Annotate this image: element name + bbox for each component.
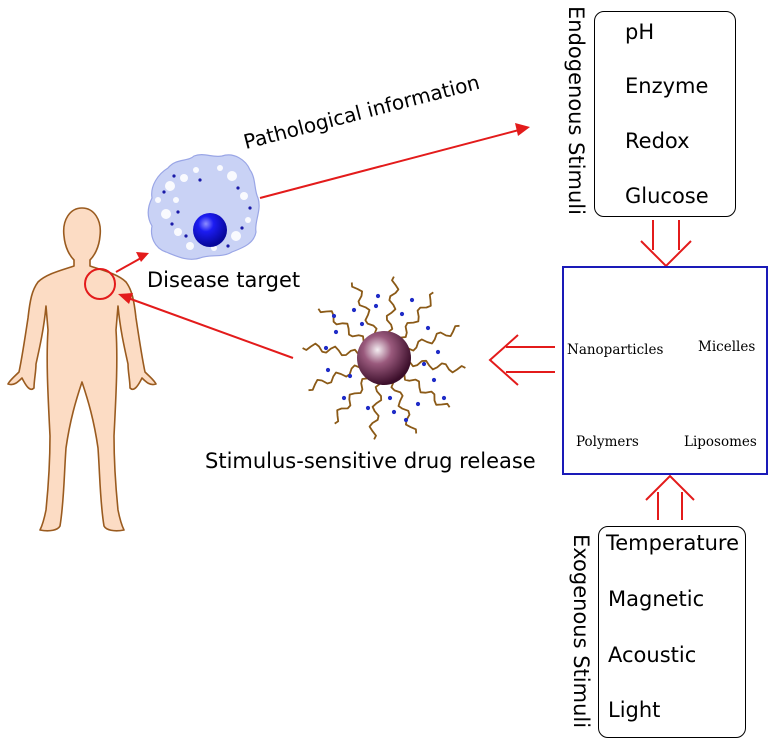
endogenous-item-glucose: Glucose (625, 184, 709, 208)
endogenous-item-redox: Redox (625, 129, 690, 153)
carrier-label-liposomes: Liposomes (684, 434, 757, 450)
endogenous-stimuli-box: pH Enzyme Redox Glucose (594, 11, 736, 217)
endogenous-item-ph: pH (625, 20, 655, 44)
target-marker (84, 268, 116, 300)
double-arrow-exogenous (645, 474, 695, 520)
endogenous-item-enzyme: Enzyme (625, 74, 709, 98)
arrow-cell-to-stimuli (259, 129, 520, 199)
disease-target-label: Disease target (147, 268, 301, 292)
arrow-cell-to-stimuli-head (515, 123, 530, 136)
human-body-outline (7, 207, 157, 532)
arrow-release-to-body (127, 297, 294, 359)
endogenous-stimuli-title: Endogenous Stimuli (564, 6, 588, 215)
carrier-label-polymers: Polymers (576, 434, 639, 450)
human-body-figure (7, 207, 157, 532)
carrier-label-micelles: Micelles (698, 339, 756, 355)
drug-release-particle (302, 276, 466, 440)
carrier-label-nanoparticles: Nanoparticles (567, 342, 664, 358)
exogenous-item-temperature: Temperature (606, 531, 740, 555)
double-arrow-endogenous (640, 220, 692, 268)
arrow-body-to-cell-head (136, 252, 149, 262)
carrier-types-box: Nanoparticles Micelles Polymers Liposome… (562, 266, 768, 475)
exogenous-stimuli-box: Temperature Magnetic Acoustic Light (598, 526, 746, 738)
cell-nucleus (193, 213, 227, 247)
arrow-release-to-body-head (118, 293, 133, 304)
double-arrow-carriers (488, 334, 555, 386)
exogenous-item-light: Light (608, 698, 661, 722)
drug-release-label: Stimulus-sensitive drug release (205, 449, 536, 473)
arrow-body-to-cell (115, 257, 142, 273)
exogenous-item-magnetic: Magnetic (608, 587, 705, 611)
disease-cell-icon (147, 153, 260, 260)
arrows (115, 123, 530, 359)
exogenous-item-acoustic: Acoustic (608, 643, 697, 667)
exogenous-stimuli-title: Exogenous Stimuli (569, 534, 593, 729)
